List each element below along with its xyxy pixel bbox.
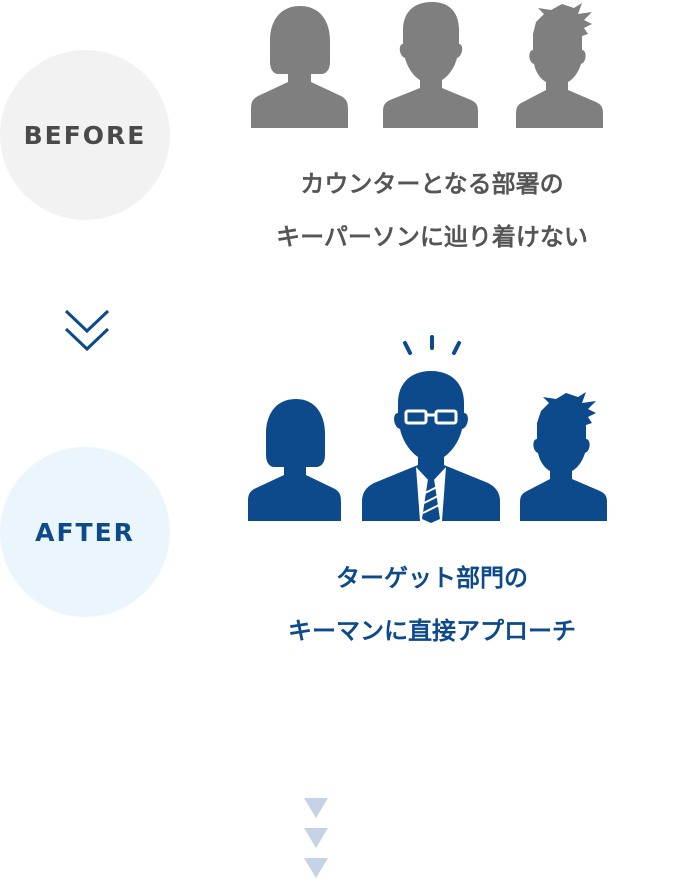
triangle-down-icon [304,798,328,818]
before-caption-line1: カウンターとなる部署の [300,170,564,198]
before-label: BEFORE [0,50,170,220]
after-caption: ターゲット部門の キーマンに直接アプローチ [232,552,632,658]
flow-arrows [304,798,328,878]
spiky-hair-man-icon [516,3,603,128]
after-people [248,335,607,523]
glasses [404,409,458,425]
after-caption-line1: ターゲット部門の [336,564,528,592]
after-label: AFTER [0,447,170,617]
triangle-down-icon [304,858,328,878]
before-people [251,2,603,128]
man-silhouette-icon [383,2,478,128]
double-chevron-down-icon [64,309,110,352]
before-caption: カウンターとなる部署の キーパーソンに辿り着けない [232,158,632,264]
spiky-hair-man-icon [520,392,607,521]
woman-silhouette-icon [251,6,348,128]
before-caption-line2: キーパーソンに辿り着けない [276,223,588,251]
triangle-down-icon [304,828,328,848]
businessman-icon [362,371,500,523]
woman-silhouette-icon [248,399,341,521]
emphasis-lines [403,335,461,355]
after-caption-line2: キーマンに直接アプローチ [288,617,576,645]
